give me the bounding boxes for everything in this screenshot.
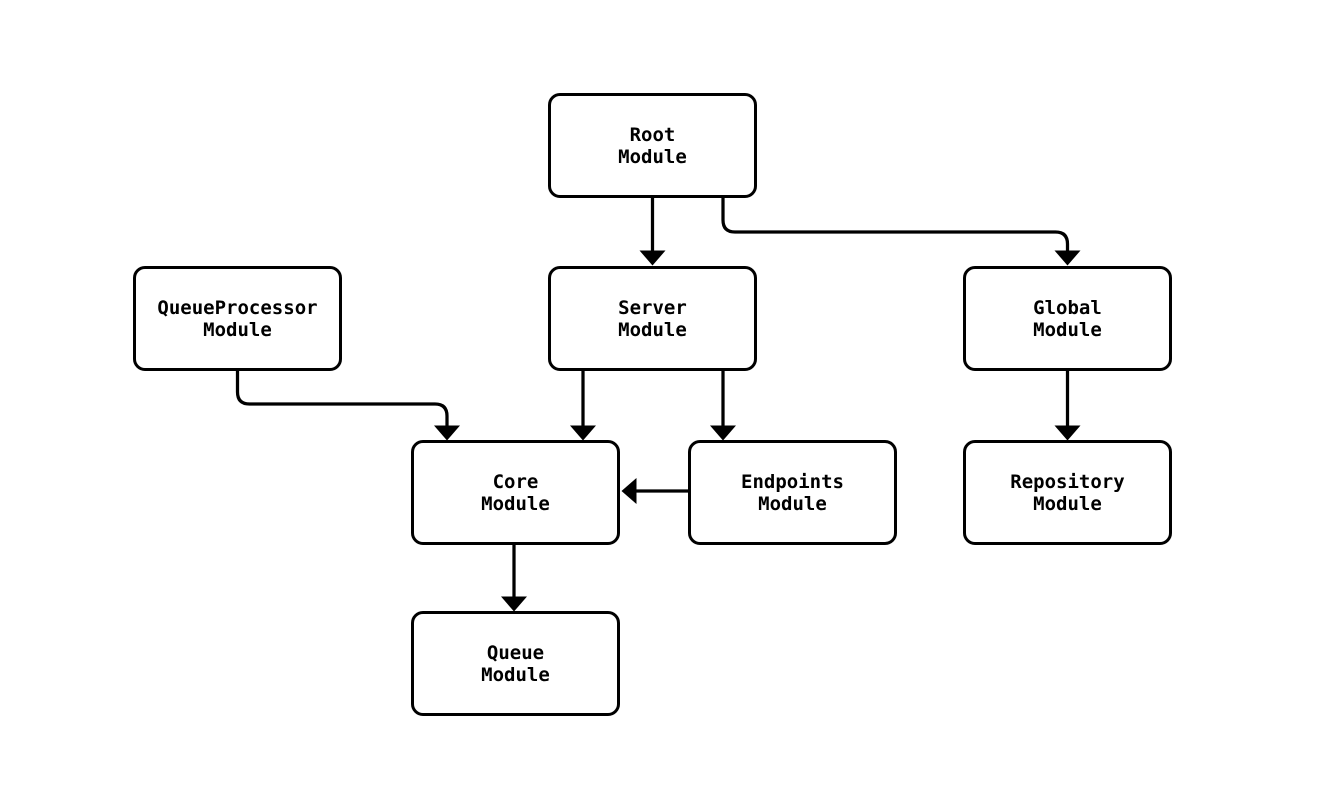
edge-root-to-global: [721, 198, 1081, 266]
edge-global-to-repository: [1054, 371, 1081, 441]
node-queueprocessor-module: QueueProcessor Module: [133, 266, 342, 371]
node-repository-module: Repository Module: [963, 440, 1172, 545]
node-server-module-label: Server Module: [618, 296, 687, 341]
edge-server-to-core: [570, 371, 596, 441]
node-global-module-label: Global Module: [1033, 296, 1102, 341]
node-queueprocessor-module-label: QueueProcessor Module: [157, 296, 318, 341]
node-root-module-label: Root Module: [618, 123, 687, 168]
node-server-module: Server Module: [548, 266, 757, 371]
edge-server-to-endpoints: [710, 371, 736, 441]
edge-queueprocessor-to-core: [235, 371, 460, 441]
edge-root-to-server: [639, 198, 666, 266]
node-core-module: Core Module: [411, 440, 620, 545]
node-root-module: Root Module: [548, 93, 757, 198]
node-endpoints-module: Endpoints Module: [688, 440, 897, 545]
node-repository-module-label: Repository Module: [1010, 470, 1125, 515]
edge-endpoints-to-core: [621, 478, 688, 504]
node-queue-module: Queue Module: [411, 611, 620, 716]
node-endpoints-module-label: Endpoints Module: [741, 470, 844, 515]
node-core-module-label: Core Module: [481, 470, 550, 515]
node-global-module: Global Module: [963, 266, 1172, 371]
node-queue-module-label: Queue Module: [481, 641, 550, 686]
edge-core-to-queue: [501, 545, 527, 612]
